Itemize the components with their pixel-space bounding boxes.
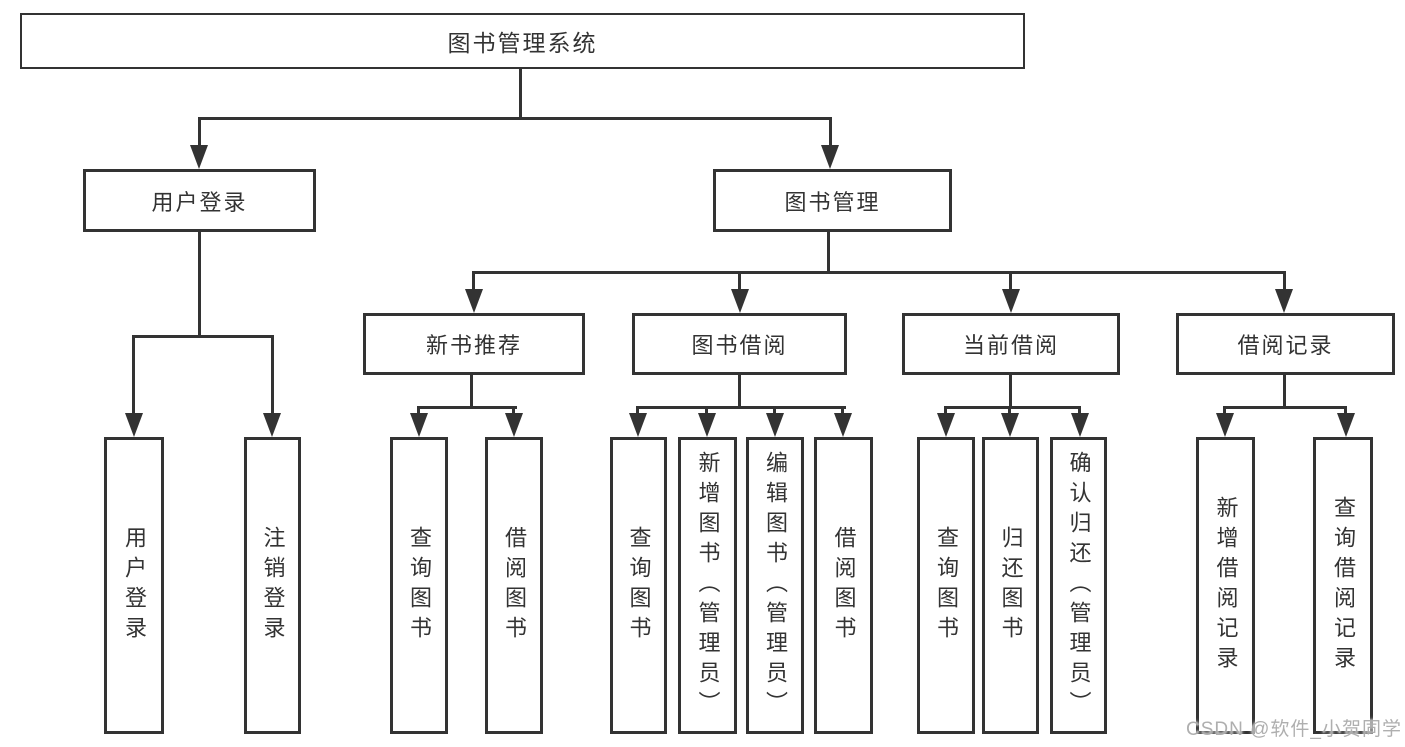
node-user-login: 用户登录 [83,169,316,232]
connector-line [829,117,832,150]
connector-line [1283,271,1286,293]
arrow-down-icon [190,145,208,169]
arrow-down-icon [1001,413,1019,437]
node-label: 查询图书 [626,525,652,646]
node-label: 图书管理 [784,189,881,215]
leaf-logout: 注销登录 [244,437,301,734]
leaf-edit-books-admin: 编辑图书（管理员） [746,437,804,734]
leaf-query-books-borrow: 查询图书 [610,437,667,734]
node-book-management: 图书管理 [713,169,952,232]
arrow-down-icon [821,145,839,169]
connector-line [271,335,274,420]
node-current-borrow: 当前借阅 [902,313,1120,375]
node-label: 借阅记录 [1237,333,1334,358]
node-label: 归还图书 [998,525,1024,646]
node-book-borrow: 图书借阅 [632,313,847,375]
arrow-down-icon [629,413,647,437]
node-new-book-recommend: 新书推荐 [363,313,585,375]
connector-line [417,406,517,409]
leaf-return-books: 归还图书 [982,437,1039,734]
connector-line [1009,271,1012,293]
leaf-borrow-books: 借阅图书 [814,437,873,734]
arrow-down-icon [263,413,281,437]
connector-line [827,232,830,274]
arrow-down-icon [125,413,143,437]
leaf-add-books-admin: 新增图书（管理员） [678,437,737,734]
arrow-down-icon [766,413,784,437]
arrow-down-icon [937,413,955,437]
arrow-down-icon [1337,413,1355,437]
node-label: 新书推荐 [425,333,522,358]
node-label: 确认归还（管理员） [1066,450,1092,721]
arrow-down-icon [465,289,483,313]
arrow-down-icon [505,413,523,437]
node-label: 图书管理系统 [447,30,598,56]
node-label: 借阅图书 [831,525,857,646]
arrow-down-icon [1002,289,1020,313]
connector-line [519,68,522,120]
arrow-down-icon [731,289,749,313]
leaf-confirm-return-admin: 确认归还（管理员） [1050,437,1107,734]
connector-line [198,232,201,338]
connector-line [198,117,201,150]
leaf-borrow-books-recommend: 借阅图书 [485,437,543,734]
connector-line [738,271,741,293]
connector-line [132,335,274,338]
leaf-add-borrow-record: 新增借阅记录 [1196,437,1255,734]
connector-line [738,375,741,409]
connector-line [1009,375,1012,409]
connector-line [470,375,473,409]
connector-line [472,271,1286,274]
node-label: 查询图书 [407,525,432,646]
node-label: 编辑图书（管理员） [763,450,788,721]
node-library-management-system: 图书管理系统 [20,13,1025,69]
connector-line [1223,406,1347,409]
node-label: 用户登录 [122,525,147,646]
leaf-user-login: 用户登录 [104,437,164,734]
arrow-down-icon [410,413,428,437]
leaf-query-books-current: 查询图书 [917,437,975,734]
connector-line [1283,375,1286,409]
node-label: 查询借阅记录 [1331,495,1356,676]
node-label: 用户登录 [151,189,248,215]
node-label: 注销登录 [260,525,286,646]
connector-line [636,406,846,409]
node-label: 新增借阅记录 [1213,495,1239,676]
connector-line [472,271,475,293]
node-label: 图书借阅 [691,333,788,358]
node-label: 查询图书 [934,525,959,646]
arrow-down-icon [698,413,716,437]
arrow-down-icon [1275,289,1293,313]
connector-line [944,406,1081,409]
leaf-query-books-recommend: 查询图书 [390,437,448,734]
arrow-down-icon [1071,413,1089,437]
node-label: 借阅图书 [502,525,527,646]
connector-line [198,117,832,120]
node-label: 当前借阅 [962,333,1059,358]
csdn-watermark: CSDN @软件_小贺同学 [1186,719,1402,740]
node-borrow-records: 借阅记录 [1176,313,1395,375]
arrow-down-icon [834,413,852,437]
connector-line [132,335,135,420]
node-label: 新增图书（管理员） [695,450,721,721]
leaf-query-borrow-record: 查询借阅记录 [1313,437,1373,734]
arrow-down-icon [1216,413,1234,437]
